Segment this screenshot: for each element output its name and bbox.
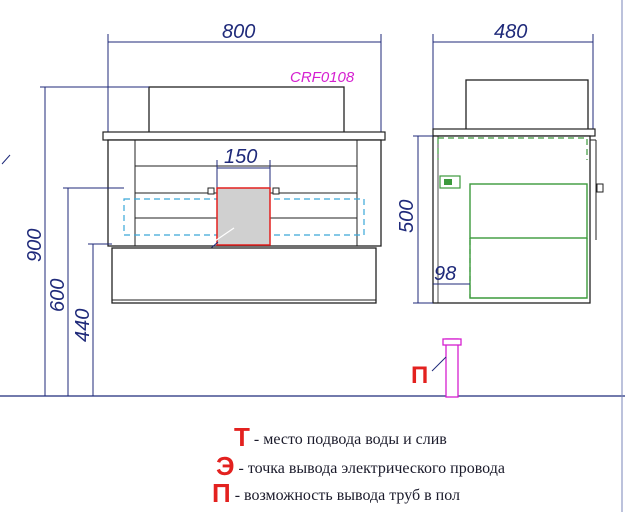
dim-label-900: 900 bbox=[24, 229, 46, 262]
dim-label-600: 600 bbox=[47, 279, 69, 312]
legend-text-t: - место подвода воды и слив bbox=[253, 431, 447, 448]
dim-label-500: 500 bbox=[396, 200, 418, 233]
basin-side bbox=[465, 79, 589, 131]
legend-text-e: - точка вывода электрического провода bbox=[238, 460, 505, 477]
hinge-right bbox=[272, 187, 280, 195]
green-outline-top bbox=[438, 137, 588, 160]
model-code: CRF0108 bbox=[290, 69, 355, 86]
legend-text-p: - возможность вывода труб в пол bbox=[234, 487, 461, 504]
dim-label-150: 150 bbox=[224, 146, 257, 168]
side-handle bbox=[596, 183, 604, 193]
electric-outlet-core bbox=[444, 179, 452, 185]
legend-symbol-t: Т bbox=[234, 422, 250, 452]
p-marker: П bbox=[411, 362, 428, 389]
legend-item-p: П - возможность вывода труб в пол bbox=[212, 478, 460, 509]
legend-symbol-e: Э bbox=[216, 451, 235, 481]
dim-label-440: 440 bbox=[72, 309, 94, 342]
floor-pipe-cap bbox=[442, 338, 462, 346]
countertop-side bbox=[432, 128, 596, 137]
legend-item-t: Т - место подвода воды и слив bbox=[234, 422, 447, 453]
dim-label-480: 480 bbox=[494, 21, 527, 43]
dim-label-98: 98 bbox=[434, 263, 456, 285]
service-window bbox=[216, 187, 271, 246]
green-drawer-upper bbox=[469, 183, 588, 239]
basin bbox=[148, 86, 345, 134]
countertop bbox=[102, 131, 386, 141]
edge-tick bbox=[1, 154, 11, 165]
legend-symbol-p: П bbox=[212, 478, 231, 508]
dim-label-800: 800 bbox=[222, 21, 255, 43]
legend-item-e: Э - точка вывода электрического провода bbox=[216, 451, 505, 482]
hinge-left bbox=[207, 187, 215, 195]
front-view: 800 CRF0108 150 Т 900 bbox=[24, 21, 386, 396]
p-marker-leader bbox=[431, 356, 447, 372]
window-leader bbox=[211, 227, 235, 244]
floor-pipe bbox=[445, 338, 459, 398]
cabinet-side-body bbox=[432, 135, 591, 304]
open-shelf bbox=[111, 247, 377, 304]
side-view: 480 500 98 П bbox=[396, 21, 604, 398]
